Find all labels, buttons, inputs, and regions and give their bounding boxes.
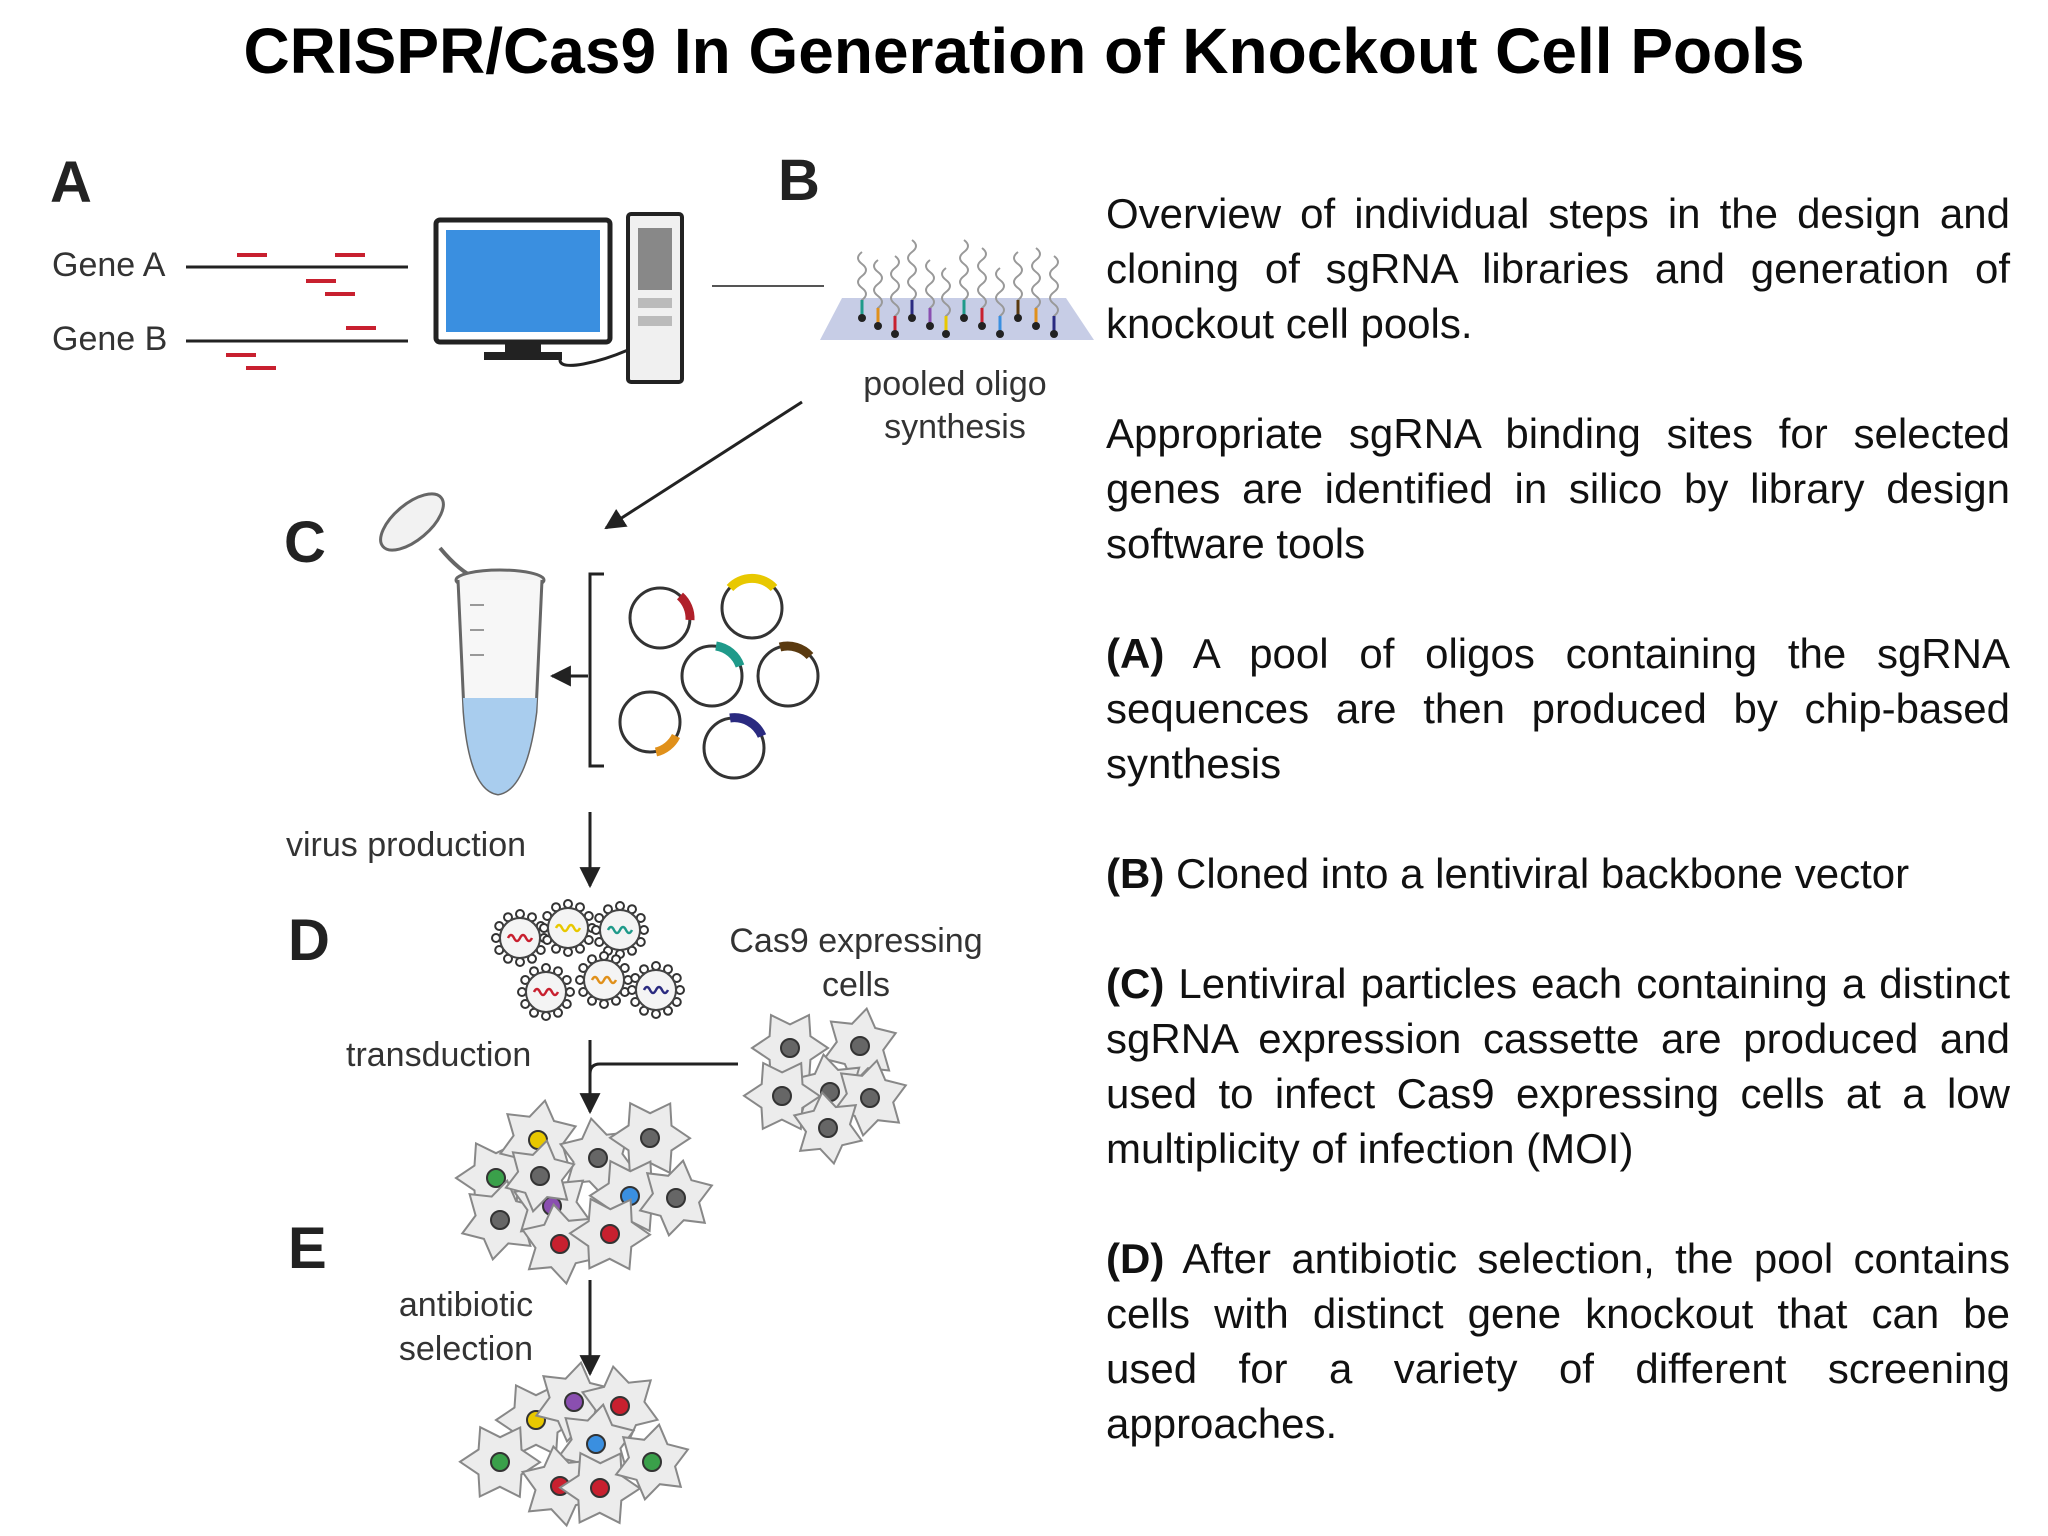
oligo-strand [959,239,969,322]
plasmid-orange [618,690,682,757]
plasmid-teal [680,641,745,708]
virus-particle [517,963,575,1021]
lentiviral-particles [491,899,685,1021]
knockout-cell-pool [458,1360,690,1528]
panel-label-c: C [284,510,326,575]
virus-production-label: virus production [286,826,526,864]
crispr-workflow-diagram: A B C D E Gene A Gene B [50,148,1094,1528]
virus-particle [491,909,549,967]
step-d-paragraph: (D) After antibiotic selection, the pool… [1106,1231,2010,1451]
plasmid-navy [702,713,767,780]
step-a-label: (A) [1106,630,1165,677]
pooled-oligo-label-line1: pooled oligo [863,365,1046,403]
overview-paragraph: Overview of individual steps in the desi… [1106,190,2010,347]
cell [504,1138,576,1214]
step-c-label: (C) [1106,960,1165,1007]
cell [638,1158,714,1238]
plasmid-yellow [720,573,784,640]
oligo-strand [907,239,917,322]
panel-label-a: A [50,150,92,215]
gene-tracks: Gene A Gene B [52,246,408,370]
cell [568,1197,652,1271]
step-b-label: (B) [1106,850,1165,897]
cas9-cells-label-line1: Cas9 expressing [729,922,982,960]
transduction-label: transduction [346,1036,531,1074]
cas9-expressing-cells [742,1006,908,1166]
antibiotic-label-line2: selection [399,1330,533,1368]
panel-label-e: E [288,1216,327,1281]
transduced-cell-pool [454,1098,714,1286]
sgrna-sites-paragraph: Appropriate sgRNA binding sites for sele… [1106,410,2010,567]
cell [832,1058,908,1138]
gene-a-label: Gene A [52,246,166,284]
oligo-strands [857,239,1059,338]
panel-label-b: B [778,148,820,213]
virus-particle [539,899,597,957]
step-b-text: Cloned into a lentiviral backbone vector [1175,850,1910,897]
plasmid-brown [756,641,820,708]
eppendorf-tube-icon [379,492,546,796]
cas9-cells-label-line2: cells [822,966,890,1004]
step-d-label: (D) [1106,1235,1165,1282]
oligo-strand [941,267,951,338]
sgrna-guide-marks [226,253,376,370]
gene-b-label: Gene B [52,320,167,358]
step-c-text: Lentiviral particles each containing a d… [1106,960,2011,1172]
step-c-paragraph: (C) Lentiviral particles each containing… [1106,956,2010,1176]
description-panel: Overview of individual steps in the desi… [1106,186,2010,1451]
oligo-strand [977,247,987,330]
oligo-strand [890,255,900,338]
cell [792,1090,864,1166]
oligo-strand [1049,255,1059,338]
antibiotic-label-line1: antibiotic [399,1286,533,1324]
oligo-strand [1031,247,1041,330]
panel-label-d: D [288,908,330,973]
plasmid-library [618,573,820,780]
step-d-text: After antibiotic selection, the pool con… [1106,1235,2010,1447]
pooled-oligo-label-line2: synthesis [884,408,1026,446]
step-a-paragraph: (A) A pool of oligos containing the sgRN… [1106,626,2010,791]
oligo-strand [1013,251,1023,322]
step-b-paragraph: (B) Cloned into a lentiviral backbone ve… [1106,846,2010,901]
oligo-strand [873,259,883,330]
cell [460,1178,540,1262]
oligo-chip-icon [820,239,1094,340]
page-title: CRISPR/Cas9 In Generation of Knockout Ce… [243,15,1805,87]
cell [742,1061,822,1131]
virus-particle [591,901,649,959]
virus-particle [575,951,633,1009]
oligo-strand [995,267,1005,338]
virus-particle [627,961,685,1019]
oligo-strand [857,251,867,322]
cell [614,1422,690,1502]
computer-icon [433,212,684,384]
plasmid-red [628,586,695,650]
cell [458,1425,542,1499]
oligo-strand [925,259,935,330]
step-a-text: A pool of oligos containing the sgRNA se… [1106,630,2010,787]
